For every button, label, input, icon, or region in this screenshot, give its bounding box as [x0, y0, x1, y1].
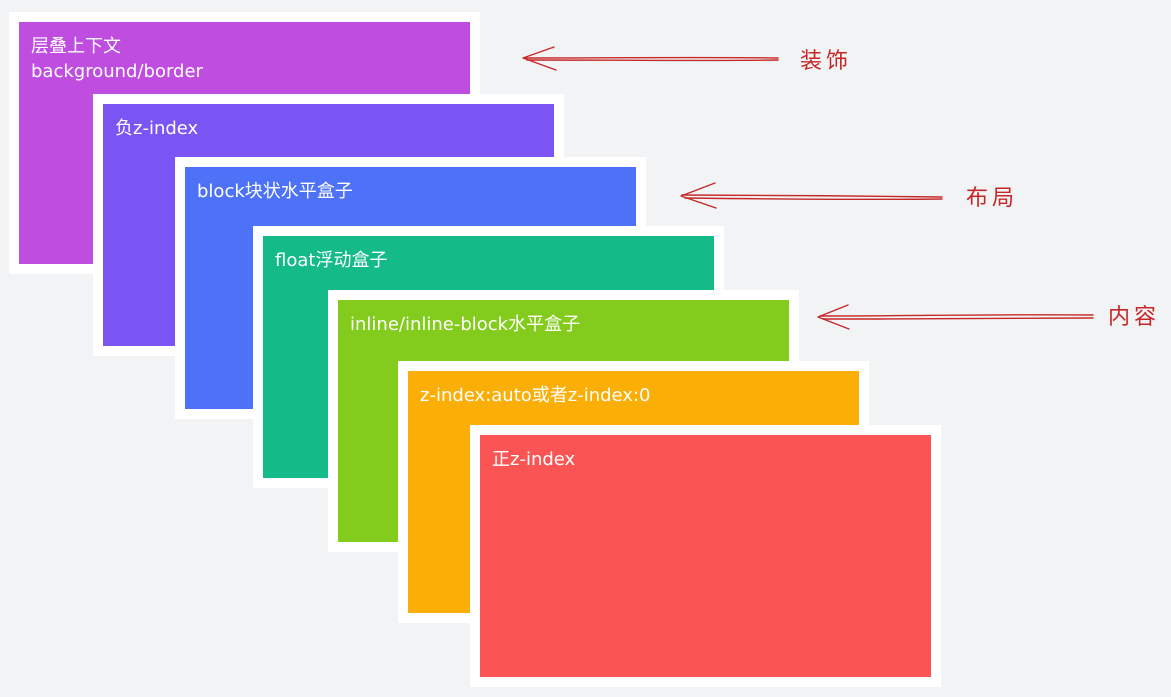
arrow-decoration-icon: [522, 46, 779, 71]
annotation-layout: 布局: [966, 186, 1019, 211]
layer-label: 负z-index: [115, 118, 199, 139]
layer-label: inline/inline-block水平盒子: [350, 314, 581, 335]
layer-label: float浮动盒子: [275, 250, 388, 271]
annotation-decoration: 装饰: [800, 49, 853, 74]
layer-label: z-index:auto或者z-index:0: [420, 385, 651, 406]
layer-label: 层叠上下文: [31, 36, 121, 57]
layer-label: block块状水平盒子: [197, 181, 353, 202]
annotation-content: 内容: [1108, 305, 1161, 330]
arrow-layout-icon: [680, 182, 943, 209]
layer-positive-z-index: 正z-index: [470, 425, 941, 687]
layer-label: 正z-index: [492, 449, 576, 470]
layer-label: background/border: [31, 61, 203, 82]
arrow-content-icon: [817, 304, 1094, 330]
